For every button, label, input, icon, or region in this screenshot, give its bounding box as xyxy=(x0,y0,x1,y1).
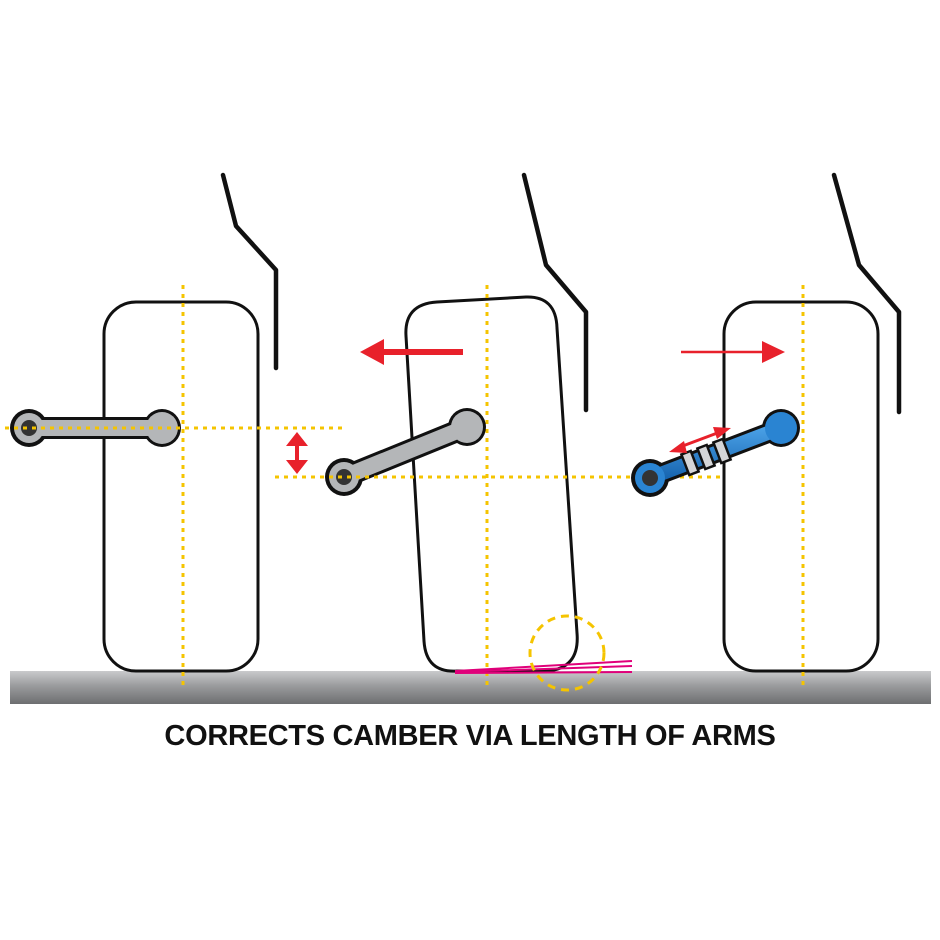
contact-highlight-circle xyxy=(528,614,606,692)
panel-1-stock xyxy=(5,172,345,688)
ground-bar xyxy=(10,671,931,704)
double-arrow-length-icon xyxy=(669,427,731,453)
fender-outline-1 xyxy=(220,172,279,371)
tire-2-tilted xyxy=(404,295,579,673)
red-arrow-right-icon xyxy=(681,341,785,363)
contact-patch-line-c xyxy=(454,671,633,674)
tire-1 xyxy=(102,300,260,673)
red-arrow-left-icon xyxy=(360,339,463,365)
control-arm-blue-adjustable xyxy=(631,409,800,497)
fender-outline-3 xyxy=(831,172,902,415)
diagram-caption: CORRECTS CAMBER VIA LENGTH OF ARMS xyxy=(164,720,776,752)
contact-patch-line-b xyxy=(454,665,633,673)
contact-patch-line-a xyxy=(454,660,633,672)
fender-outline-2 xyxy=(521,172,589,413)
panel-2-lowered xyxy=(275,172,745,692)
double-arrow-vertical-icon xyxy=(286,432,308,474)
tire-3 xyxy=(722,300,880,673)
panel-3-corrected xyxy=(631,172,902,688)
control-arm-gray-2 xyxy=(325,408,486,496)
